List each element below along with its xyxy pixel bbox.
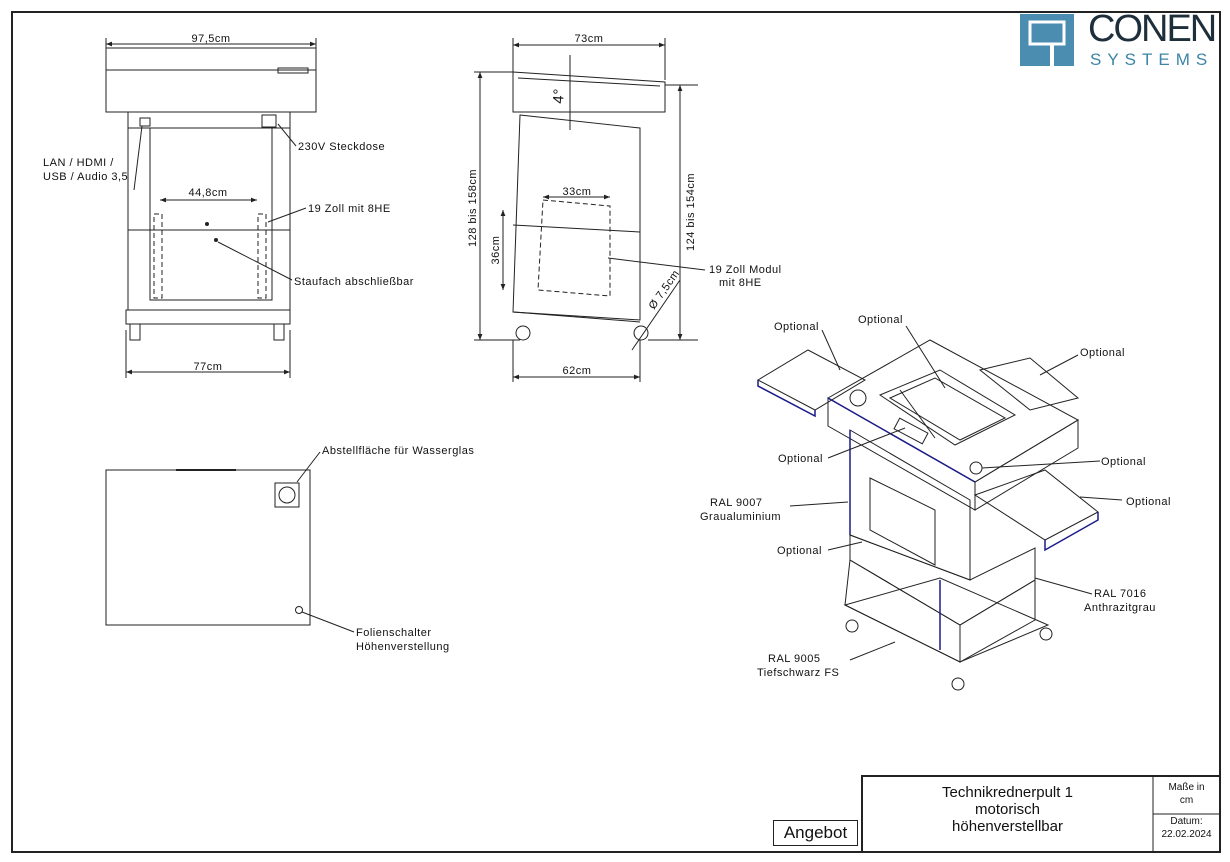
- title-block-frame: [861, 775, 1221, 853]
- label-optional-monitor: Optional: [778, 453, 823, 465]
- isometric-view: [756, 325, 1123, 691]
- label-optional-rear: Optional: [1080, 347, 1125, 359]
- title-block: Technikrednerpult 1 motorisch höhenverst…: [862, 776, 1153, 852]
- label-angle: 4°: [550, 88, 568, 104]
- units-label: Maße in: [1168, 782, 1205, 793]
- label-switch-2: Höhenverstellung: [356, 641, 450, 653]
- label-water-glass: Abstellfläche für Wasserglas: [322, 445, 474, 457]
- dim-height-front: 124 bis 154cm: [685, 173, 697, 251]
- dim-side-width-top: 73cm: [575, 33, 604, 45]
- label-optional-top: Optional: [858, 314, 903, 326]
- logo-icon: [1020, 14, 1074, 66]
- label-ral7016-1: RAL 7016: [1094, 588, 1147, 600]
- label-ral7016-2: Anthrazitgrau: [1084, 602, 1156, 614]
- side-view: [474, 38, 706, 382]
- label-optional-button: Optional: [1101, 456, 1146, 468]
- drawing-border: [11, 11, 1221, 853]
- label-connections-2: USB / Audio 3,5: [43, 171, 128, 183]
- date-cell: Datum: 22.02.2024: [1153, 815, 1220, 841]
- title-line-2: motorisch: [974, 801, 1041, 818]
- title-line-3: höhenverstellbar: [952, 818, 1063, 835]
- units-cell: Maße in cm: [1153, 781, 1220, 807]
- date-label: Datum:: [1170, 816, 1203, 827]
- logo-text: CONEN: [1088, 8, 1217, 50]
- front-view: [105, 38, 317, 378]
- label-ral9005-2: Tiefschwarz FS: [757, 667, 839, 679]
- label-ral9007-1: RAL 9007: [710, 497, 763, 509]
- dim-front-width-base: 77cm: [194, 361, 223, 373]
- title-line-1: Technikrednerpult 1: [942, 784, 1073, 801]
- date-value: 22.02.2024: [1161, 829, 1212, 840]
- label-storage: Staufach abschließbar: [294, 276, 414, 288]
- label-optional-shelf-left: Optional: [774, 321, 819, 333]
- dim-front-width-top: 97,5cm: [191, 33, 230, 45]
- units-value: cm: [1179, 795, 1194, 806]
- label-socket: 230V Steckdose: [298, 141, 385, 153]
- label-ral9007-2: Graualuminium: [700, 511, 781, 523]
- dim-rack-width: 44,8cm: [188, 187, 227, 199]
- label-module-1: 19 Zoll Modul: [709, 264, 782, 276]
- dim-height-total: 128 bis 158cm: [467, 169, 479, 247]
- logo-subtext: SYSTEMS: [1090, 50, 1214, 69]
- dim-module-height: 36cm: [490, 236, 502, 265]
- label-rack: 19 Zoll mit 8HE: [308, 203, 391, 215]
- label-optional-shelf-right: Optional: [1126, 496, 1171, 508]
- label-connections-1: LAN / HDMI /: [43, 157, 114, 169]
- dim-wheel: Ø 7,5cm: [647, 268, 683, 312]
- label-optional-door: Optional: [777, 545, 822, 557]
- top-view: [105, 451, 355, 633]
- label-module-2: mit 8HE: [719, 277, 762, 289]
- label-switch-1: Folienschalter: [356, 627, 431, 639]
- dim-side-width-base: 62cm: [563, 365, 592, 377]
- label-ral9005-1: RAL 9005: [768, 653, 821, 665]
- status-badge: Angebot: [773, 820, 858, 846]
- dim-module-width: 33cm: [563, 186, 592, 198]
